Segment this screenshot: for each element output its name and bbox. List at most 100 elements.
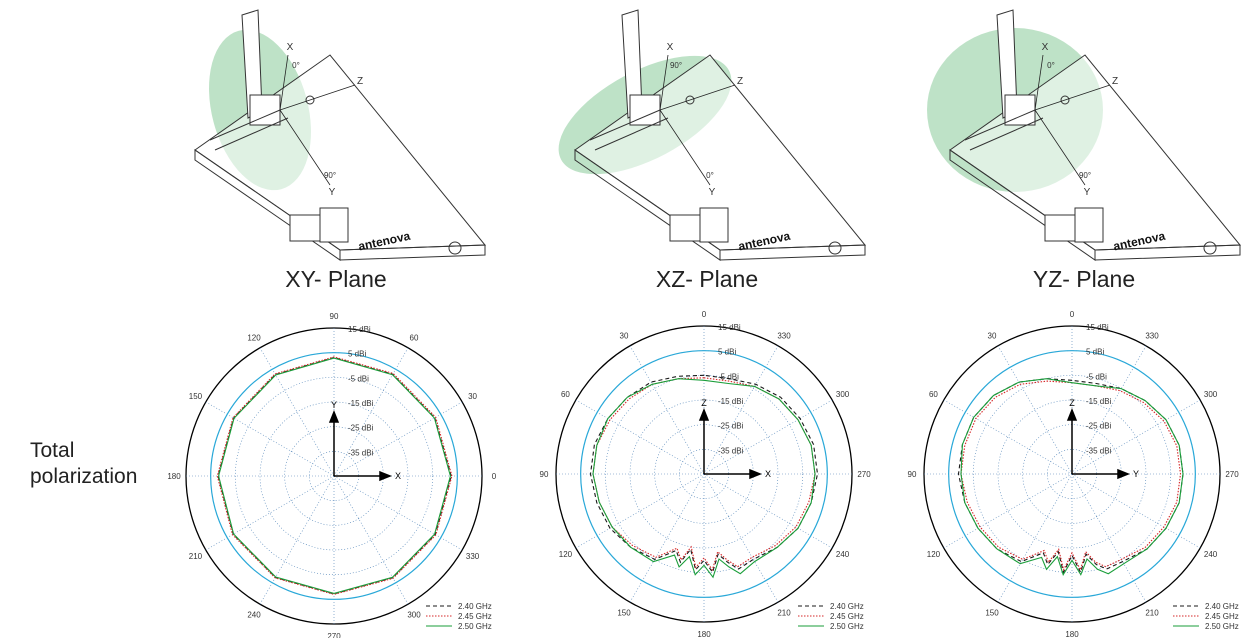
- grid-spoke: [703, 473, 779, 603]
- grid-spoke: [333, 475, 409, 605]
- angle-label-1: 90°: [670, 61, 682, 70]
- angular-tick-label: 0: [1070, 310, 1075, 319]
- arrow-vertical-head: [1066, 407, 1078, 421]
- board-outline: [194, 9, 487, 261]
- axis-arrows: [698, 407, 763, 480]
- mount-hole: [448, 241, 462, 255]
- grid-spoke: [1071, 399, 1201, 475]
- axes-lines: [279, 54, 356, 186]
- axis-arrows: [328, 409, 393, 482]
- feed-line: [209, 109, 289, 151]
- board-edge-right: [1094, 244, 1241, 261]
- antenna-hinge: [1004, 94, 1036, 126]
- grid-spoke: [1071, 473, 1147, 603]
- sma-connector: [669, 214, 701, 242]
- axis-bottom: [279, 109, 331, 186]
- grid-spoke: [703, 473, 833, 549]
- radial-tick-label: -35 dBi: [1086, 446, 1112, 455]
- board-edge-right: [339, 244, 486, 261]
- row-label: Total polarization: [30, 438, 137, 490]
- radial-tick-label: 15 dBi: [1086, 323, 1109, 332]
- panel-title-xy: XY- Plane: [285, 266, 387, 292]
- sma-connector: [1044, 214, 1076, 242]
- angular-tick-label: 90: [330, 312, 339, 321]
- series-line-2-50-ghz: [960, 378, 1184, 577]
- sma-connector: [289, 214, 321, 242]
- angular-tick-label: 240: [836, 550, 850, 559]
- axis-bottom: [659, 109, 711, 186]
- angular-tick-label: 60: [929, 390, 938, 399]
- radial-tick-label: -35 dBi: [348, 448, 374, 457]
- grid-spoke: [703, 399, 833, 475]
- mount-hole: [685, 95, 695, 105]
- sma-body: [319, 207, 349, 243]
- legend-label: 2.50 GHz: [1205, 622, 1239, 631]
- series-line-2-50-ghz: [592, 378, 816, 579]
- grid-spoke: [943, 399, 1073, 475]
- angular-tick-label: 90: [908, 470, 917, 479]
- axis-horizontal: [279, 84, 356, 111]
- angular-tick-label: 150: [189, 392, 203, 401]
- grid-circle: [973, 375, 1171, 573]
- board-outline: [949, 9, 1242, 261]
- axis-label-bottom: Y: [1084, 187, 1091, 198]
- angular-tick-label: 330: [1145, 331, 1159, 340]
- antenna-hinge: [629, 94, 661, 126]
- angular-tick-label: 120: [927, 550, 941, 559]
- radial-tick-label: -15 dBi: [348, 399, 374, 408]
- radial-tick-label: -25 dBi: [348, 424, 374, 433]
- angular-tick-label: 270: [857, 470, 871, 479]
- grid-spoke: [205, 401, 335, 477]
- arrow-label-vertical: Z: [1069, 398, 1075, 408]
- arrow-vertical-head: [328, 409, 340, 423]
- mount-hole: [305, 95, 315, 105]
- angular-tick-label: 300: [407, 611, 421, 620]
- grid-circle: [259, 401, 409, 551]
- angular-tick-label: 120: [559, 550, 573, 559]
- radial-tick-label: -25 dBi: [718, 422, 744, 431]
- legend-label: 2.50 GHz: [830, 622, 864, 631]
- axis-horizontal: [659, 84, 736, 111]
- grid-circle: [235, 377, 433, 575]
- board-edge-right: [719, 244, 866, 261]
- angular-tick-label: 270: [327, 632, 341, 638]
- angular-tick-label: 180: [167, 472, 181, 481]
- axis-label-vertical: X: [667, 42, 674, 53]
- angular-tick-label: 30: [988, 331, 997, 340]
- mount-hole: [828, 241, 842, 255]
- grid-spoke: [1071, 473, 1201, 549]
- reference-circle: [580, 350, 828, 598]
- axis-bottom: [1034, 109, 1086, 186]
- legend-label: 2.45 GHz: [1205, 612, 1239, 621]
- radial-tick-label: -5 dBi: [348, 374, 369, 383]
- legend-label: 2.50 GHz: [458, 622, 492, 631]
- sma-body: [1074, 207, 1104, 243]
- grid-spoke: [997, 345, 1073, 475]
- grid-spoke: [575, 399, 705, 475]
- angular-tick-label: 60: [561, 390, 570, 399]
- angular-tick-label: 300: [836, 390, 850, 399]
- angular-tick-label: 60: [410, 333, 419, 342]
- axis-label-horizontal: Z: [737, 76, 743, 87]
- axis-label-vertical: X: [1042, 42, 1049, 53]
- arrow-horizontal-head: [379, 470, 393, 482]
- grid-spoke: [205, 475, 335, 551]
- angular-tick-label: 210: [777, 609, 791, 618]
- angular-tick-label: 240: [247, 611, 261, 620]
- legend-label: 2.40 GHz: [1205, 602, 1239, 611]
- angular-tick-label: 330: [777, 331, 791, 340]
- radial-tick-label: 15 dBi: [718, 323, 741, 332]
- angular-tick-label: 0: [702, 310, 707, 319]
- angle-label-2: 90°: [324, 171, 336, 180]
- board-outline: [574, 9, 867, 261]
- angular-tick-label: 150: [985, 609, 999, 618]
- panel-title-yz: YZ- Plane: [1032, 266, 1136, 292]
- reference-circle: [948, 350, 1196, 598]
- grid-spoke: [333, 401, 463, 477]
- angular-tick-label: 210: [1145, 609, 1159, 618]
- arrow-label-horizontal: Y: [1133, 469, 1139, 479]
- arrow-label-horizontal: X: [395, 471, 401, 481]
- radial-tick-label: -35 dBi: [718, 446, 744, 455]
